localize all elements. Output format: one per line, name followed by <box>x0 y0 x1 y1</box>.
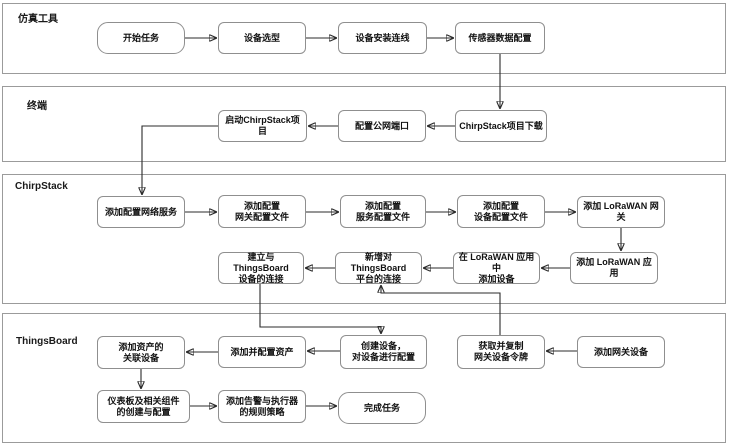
node-add-alarm-actuator-rules: 添加告警与执行器 的规则策略 <box>218 390 306 423</box>
node-add-service-config-file: 添加配置 服务配置文件 <box>340 195 426 228</box>
node-add-lorawan-gateway: 添加 LoRaWAN 网关 <box>577 196 665 228</box>
lane-label-simulation-tool: 仿真工具 <box>18 14 58 25</box>
node-sensor-data-config: 传感器数据配置 <box>455 22 545 54</box>
node-add-gateway-device: 添加网关设备 <box>577 336 665 368</box>
node-finish-task: 完成任务 <box>338 392 426 424</box>
lane-label-chirpstack: ChirpStack <box>15 181 68 192</box>
node-launch-chirpstack-project: 启动ChirpStack项目 <box>218 110 307 142</box>
node-device-selection: 设备选型 <box>218 22 306 54</box>
node-get-copy-gateway-token: 获取并复制 网关设备令牌 <box>457 335 545 369</box>
node-add-gateway-config-file: 添加配置 网关配置文件 <box>218 195 306 228</box>
node-device-install-wiring: 设备安装连线 <box>338 22 427 54</box>
lane-label-thingsboard: ThingsBoard <box>16 336 78 347</box>
node-chirpstack-project-download: ChirpStack项目下载 <box>455 110 547 142</box>
node-add-device-config-file: 添加配置 设备配置文件 <box>457 195 545 228</box>
node-create-device-and-configure: 创建设备， 对设备进行配置 <box>340 335 427 369</box>
node-add-device-in-lorawan-app: 在 LoRaWAN 应用中 添加设备 <box>453 252 540 284</box>
node-add-asset-related-devices: 添加资产的 关联设备 <box>97 336 185 369</box>
node-establish-thingsboard-device-connection: 建立与ThingsBoard 设备的连接 <box>218 252 304 284</box>
node-add-lorawan-app: 添加 LoRaWAN 应用 <box>570 252 658 284</box>
node-start-task: 开始任务 <box>97 22 185 54</box>
node-dashboard-components-creation: 仪表板及相关组件 的创建与配置 <box>97 390 190 423</box>
node-public-network-port-config: 配置公网端口 <box>338 110 426 142</box>
lane-label-terminal: 终端 <box>27 101 47 112</box>
node-new-thingsboard-platform-connection: 新增对ThingsBoard 平台的连接 <box>335 252 422 284</box>
node-add-network-service-config: 添加配置网络服务 <box>97 196 185 228</box>
node-add-and-configure-asset: 添加并配置资产 <box>218 336 306 368</box>
